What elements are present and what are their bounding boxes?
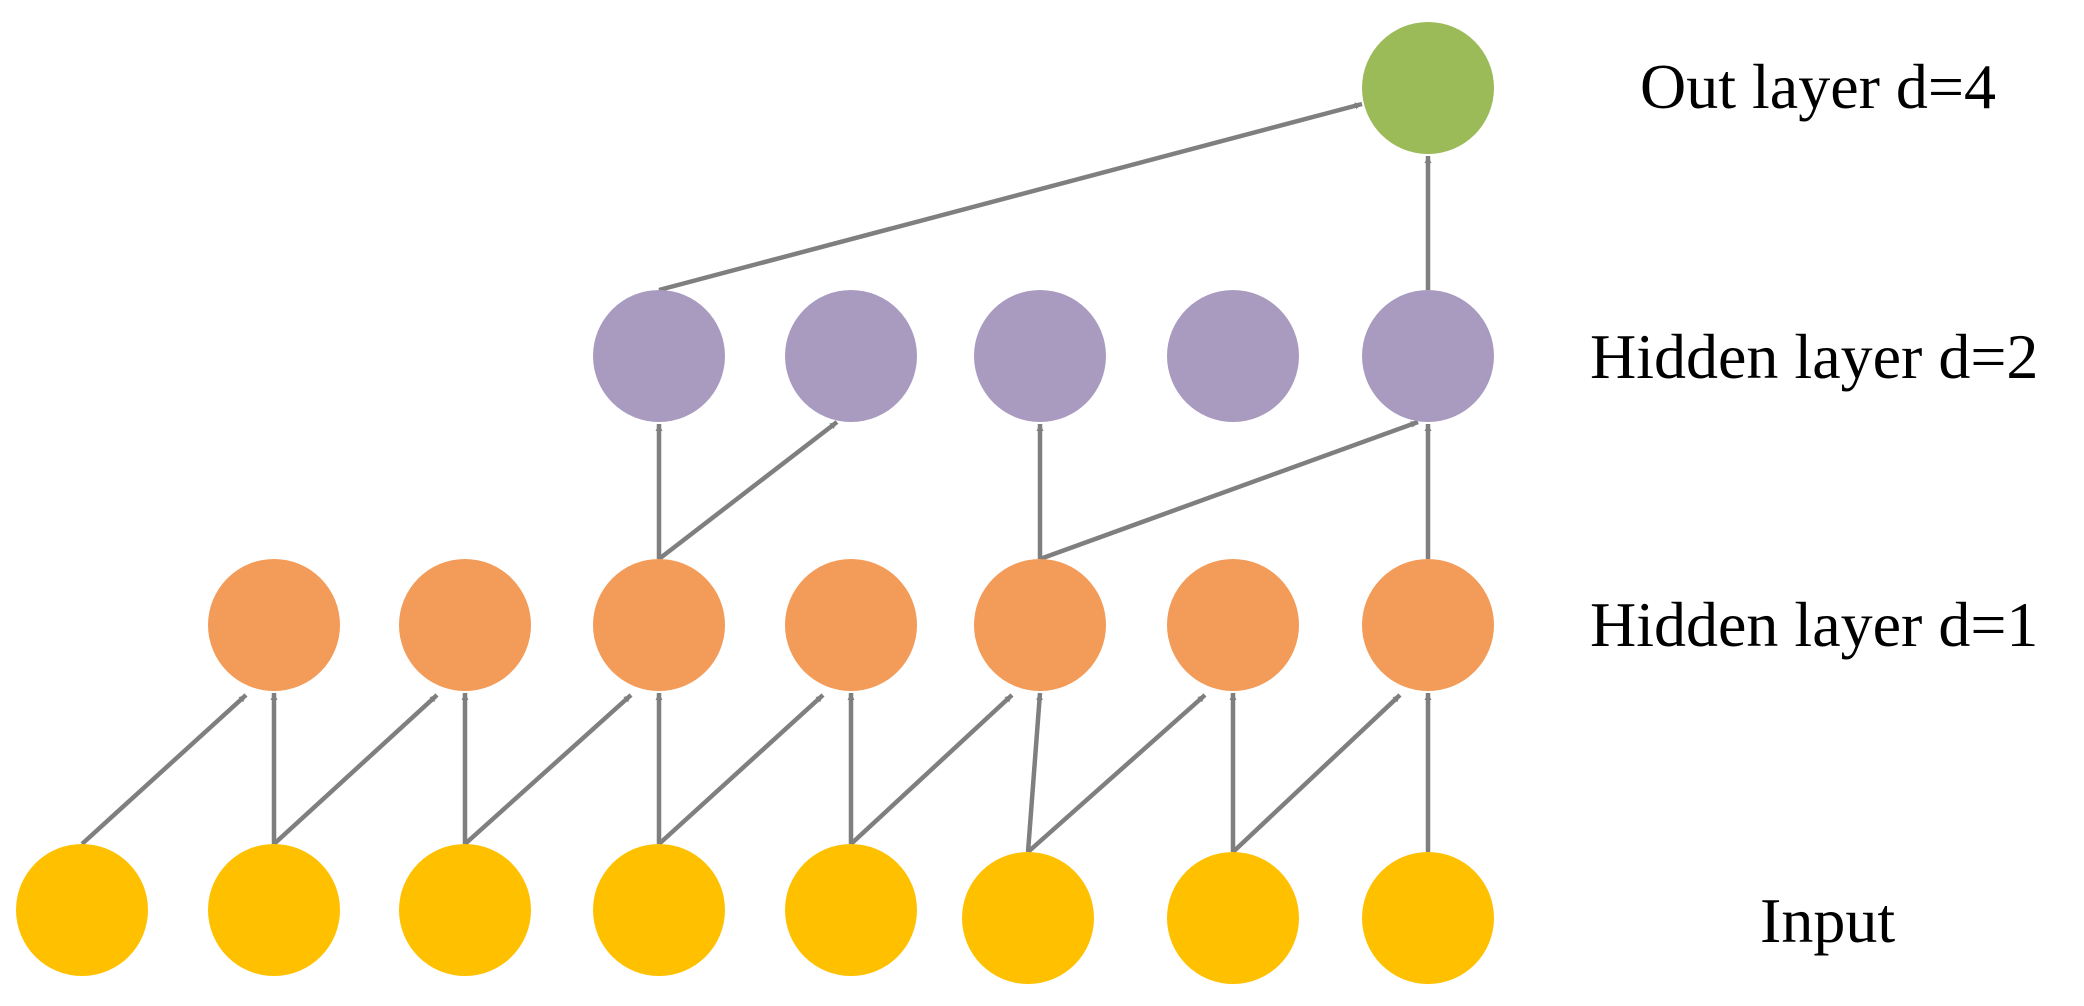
input-node-5: [962, 852, 1094, 984]
hidden1-node-0: [208, 559, 340, 691]
label-hidden-layer-1: Hidden layer d=1: [1590, 589, 2038, 660]
out-node-0: [1362, 22, 1494, 154]
hidden2-node-3: [1167, 290, 1299, 422]
hidden1-node-2: [593, 559, 725, 691]
hidden1-node-5: [1167, 559, 1299, 691]
hidden2-node-4: [1362, 290, 1494, 422]
edge-input-5-to-hidden1-4: [1025, 692, 1043, 853]
hidden1-node-6: [1362, 559, 1494, 691]
edge-hidden1-4-to-hidden2-4: [1039, 419, 1419, 562]
edge-input-0-to-hidden1-0: [80, 693, 248, 846]
input-node-1: [208, 844, 340, 976]
hidden2-node-2: [974, 290, 1106, 422]
label-out-layer: Out layer d=4: [1640, 51, 1996, 122]
label-input: Input: [1760, 885, 1895, 956]
neurons: [16, 22, 1494, 984]
edge-hidden2-0-to-out: [658, 101, 1363, 293]
input-node-2: [399, 844, 531, 976]
edge-input-6-to-hidden1-6: [1231, 693, 1402, 854]
input-node-6: [1167, 852, 1299, 984]
label-hidden-layer-2: Hidden layer d=2: [1590, 321, 2038, 392]
hidden2-node-0: [593, 290, 725, 422]
edge-input-4-to-hidden1-4: [849, 693, 1014, 846]
input-node-4: [785, 844, 917, 976]
edge-input-5-to-hidden1-5: [1026, 693, 1207, 854]
hidden1-node-1: [399, 559, 531, 691]
input-node-3: [593, 844, 725, 976]
input-node-0: [16, 844, 148, 976]
edge-input-3-to-hidden1-3: [657, 693, 825, 846]
edge-hidden1-2-to-hidden2-1: [657, 420, 839, 561]
input-node-7: [1362, 852, 1494, 984]
connections: [80, 101, 1432, 854]
edge-input-2-to-hidden1-2: [463, 693, 633, 846]
edge-input-1-to-hidden1-1: [272, 693, 439, 846]
hidden1-node-4: [974, 559, 1106, 691]
hidden1-node-3: [785, 559, 917, 691]
hidden2-node-1: [785, 290, 917, 422]
